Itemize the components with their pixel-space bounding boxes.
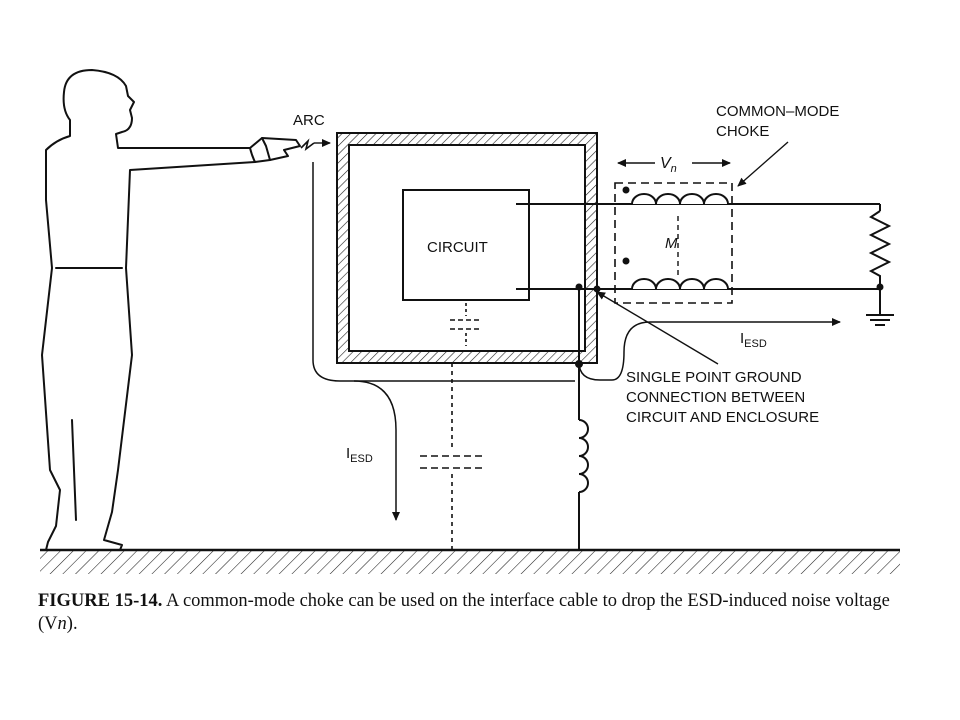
ground-label-group: SINGLE POINT GROUND CONNECTION BETWEEN C…: [596, 291, 819, 426]
iesd-right-group: IESD: [578, 318, 841, 381]
vn-label: V: [660, 155, 672, 172]
iesd-left-label: I: [346, 445, 350, 462]
iesd-left-path: IESD: [312, 162, 575, 521]
choke-label-line2: CHOKE: [716, 123, 769, 140]
arc-label-group: ARC: [293, 112, 331, 151]
iesd-left-subscript: ESD: [350, 453, 373, 465]
vn-subscript: n: [671, 163, 677, 175]
arc-spark-icon: [300, 138, 315, 151]
ground-strap-inductance: [575, 287, 589, 550]
earth-ground: [40, 548, 900, 574]
caption-text: A common-mode choke can be used on the i…: [38, 591, 890, 634]
junction-dot: [593, 285, 601, 293]
stray-capacitance-outer: [420, 363, 484, 550]
ground-label-line3: CIRCUIT AND ENCLOSURE: [626, 409, 819, 426]
svg-text:IESD: IESD: [740, 330, 767, 350]
circuit-label: CIRCUIT: [427, 239, 488, 256]
metal-enclosure: [336, 132, 598, 364]
caption-end: ).: [66, 614, 78, 634]
figure-caption: FIGURE 15-14. A common-mode choke can be…: [38, 590, 918, 636]
junction-dot: [876, 283, 884, 291]
svg-text:IESD: IESD: [346, 445, 373, 465]
figure-number: FIGURE 15-14.: [38, 591, 163, 611]
common-mode-choke: M: [614, 182, 733, 304]
ground-label-line2: CONNECTION BETWEEN: [626, 389, 805, 406]
choke-label-group: COMMON–MODE CHOKE: [716, 103, 839, 187]
iesd-right-subscript: ESD: [744, 338, 767, 350]
stray-capacitance-inner: [450, 303, 482, 346]
caption-italic: n: [57, 614, 67, 634]
person-figure: [41, 69, 301, 551]
circuit-block: CIRCUIT: [402, 189, 530, 301]
arc-label: ARC: [293, 112, 325, 129]
choke-label-line1: COMMON–MODE: [716, 103, 839, 120]
svg-text:Vn: Vn: [660, 155, 677, 175]
mutual-inductance-label: M: [665, 235, 678, 252]
iesd-right-label: I: [740, 330, 744, 347]
vn-indicator: Vn: [617, 155, 731, 175]
ground-label-line1: SINGLE POINT GROUND: [626, 369, 802, 386]
